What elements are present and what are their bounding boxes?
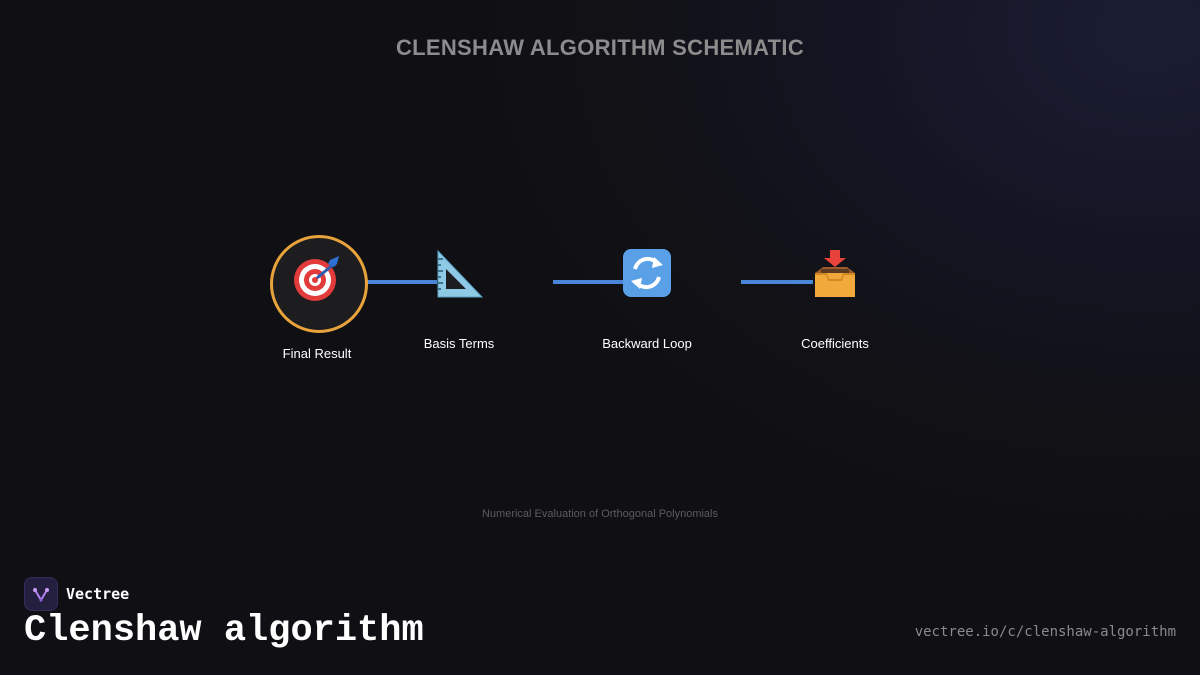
target-icon (282, 248, 352, 308)
node-label-coefficients: Coefficients (801, 336, 869, 351)
connector-loop-coefficients (741, 280, 813, 284)
node-label-backward-loop: Backward Loop (602, 336, 692, 351)
diagram-subtitle: Numerical Evaluation of Orthogonal Polyn… (481, 508, 718, 520)
vectree-logo-icon (24, 577, 58, 611)
brand-name: Vectree (66, 585, 130, 603)
inbox-tray-icon (800, 243, 870, 303)
diagram-title: CLENSHAW ALGORITHM SCHEMATIC (395, 35, 805, 60)
connector-result-basis (365, 280, 437, 284)
page-url[interactable]: vectree.io/c/clenshaw-algorithm (914, 624, 1176, 640)
counterclockwise-arrows-icon (612, 243, 682, 303)
node-label-basis-terms: Basis Terms (423, 336, 495, 351)
triangular-ruler-icon (423, 243, 493, 303)
node-label-final-result: Final Result (282, 346, 352, 361)
connector-basis-loop (553, 280, 625, 284)
page-title: Clenshaw algorithm (24, 610, 424, 652)
